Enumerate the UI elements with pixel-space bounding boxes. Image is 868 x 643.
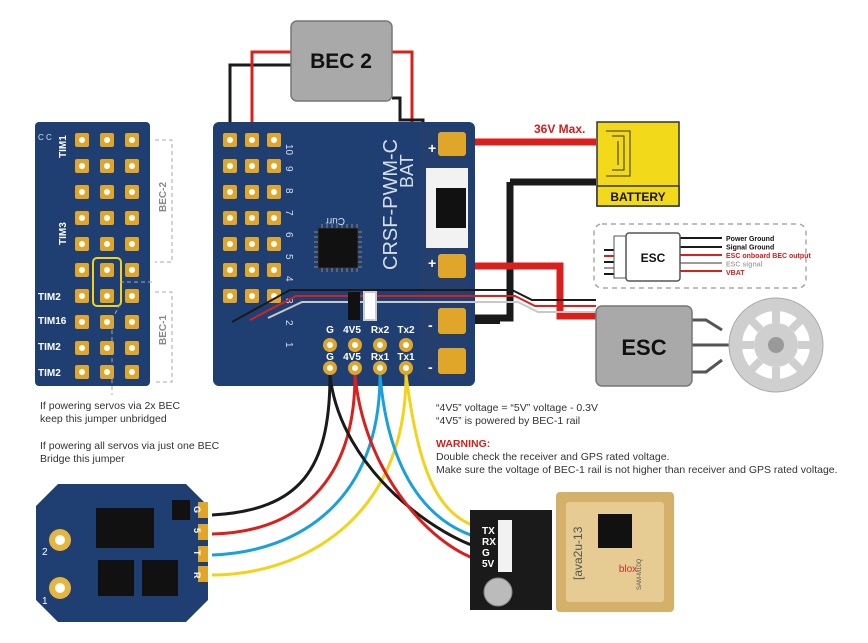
rx-pin-label: R <box>192 572 202 579</box>
battery-max-voltage: 36V Max. <box>534 122 585 136</box>
motor <box>728 297 824 393</box>
esc-legend-item: Power Ground <box>726 236 774 243</box>
back-tim-label: TIM2 <box>38 342 61 353</box>
rx-pin-label: G <box>192 506 202 513</box>
fc-pin-label-top: G <box>326 325 334 336</box>
fc-channel-number: 2 <box>283 320 294 326</box>
fc-channel-number: 4 <box>283 276 294 282</box>
warning-line2: Make sure the voltage of BEC-1 rail is n… <box>436 464 838 476</box>
back-tim-label: TIM3 <box>58 222 69 245</box>
warning-title: WARNING: <box>436 438 491 450</box>
fc-channel-number: 5 <box>283 254 294 260</box>
bec-brackets <box>111 139 173 395</box>
bridge-note-line2: Bridge this jumper <box>40 453 125 465</box>
bec2-label: BEC 2 <box>310 50 372 73</box>
back-top-letters: C C <box>38 133 52 142</box>
fc-channel-number: 1 <box>283 342 294 348</box>
fc-board: CRSF-PWM-C BAT Curr + + - - 10987654321 … <box>213 122 475 386</box>
jumper-note-line1: If powering servos via 2x BEC <box>40 400 181 412</box>
battery-label: BATTERY <box>610 190 665 204</box>
fc-pin-label-bottom: Rx1 <box>371 352 390 363</box>
fc-channel-number: 8 <box>283 188 294 194</box>
gps-pin-label: TX <box>482 526 495 537</box>
voltage-note-line2: “4V5” is powered by BEC-1 rail <box>436 415 581 427</box>
esc-signal-wires <box>231 289 596 323</box>
rx-antenna-2: 2 <box>42 547 48 558</box>
fc-pin-label-top: Tx2 <box>397 325 415 336</box>
bridge-note-line1: If powering all servos via just one BEC <box>40 440 220 452</box>
jumper-note-line2: keep this jumper unbridged <box>40 413 167 425</box>
esc-legend-item: Signal Ground <box>726 245 774 252</box>
voltage-note-line1: “4V5” voltage = “5V” voltage - 0.3V <box>436 402 598 414</box>
esc-legend-item: ESC signal <box>726 262 763 269</box>
fc-pin-label-top: 4V5 <box>343 325 361 336</box>
back-tim-label: TIM16 <box>38 316 67 327</box>
fc-channel-number: 10 <box>283 144 294 156</box>
fc-channel-number: 7 <box>283 210 294 216</box>
back-tim-label: TIM2 <box>38 292 61 303</box>
gps-chip-text: SAM-M10Q <box>637 558 643 590</box>
fc-curr-label: Curr <box>325 215 345 226</box>
esc-main: ESC <box>595 305 730 387</box>
warning-line1: Double check the receiver and GPS rated … <box>436 451 670 463</box>
gps-pin-label: G <box>482 548 490 559</box>
fc-minus-1: - <box>428 317 433 333</box>
back-tim-label: TIM2 <box>38 368 61 379</box>
esc-legend-label: ESC <box>641 251 666 265</box>
esc-main-label: ESC <box>621 335 666 360</box>
rx-pin-label: 5 <box>192 528 202 533</box>
fc-pin-label-bottom: Tx1 <box>397 352 415 363</box>
gps-patch-code: [ava2u-13 <box>571 526 585 580</box>
gps-logo: blox <box>619 564 637 575</box>
fc-minus-2: - <box>428 359 433 375</box>
fc-pin-label-bottom: G <box>326 352 334 363</box>
fc-channel-number: 9 <box>283 166 294 172</box>
bec2-bracket-label: BEC-2 <box>158 182 169 212</box>
esc-legend-item: VBAT <box>726 270 745 277</box>
fc-board-name: CRSF-PWM-C <box>380 139 402 270</box>
bec1-bracket-label: BEC-1 <box>158 315 169 345</box>
fc-pin-label-top: Rx2 <box>371 325 390 336</box>
bec2-module: BEC 2 <box>290 20 393 102</box>
warning-note: WARNING: Double check the receiver and G… <box>436 438 838 477</box>
fc-pin-label-bottom: 4V5 <box>343 352 361 363</box>
bridge-note: If powering all servos via just one BEC … <box>40 440 219 466</box>
jumper-note: If powering servos via 2x BEC keep this … <box>40 400 180 426</box>
esc-legend-item: ESC onboard BEC output <box>726 253 811 260</box>
fc-plus-1: + <box>428 140 436 156</box>
fc-channel-number: 6 <box>283 232 294 238</box>
gps-pin-label: RX <box>482 537 496 548</box>
rx-pin-label: T <box>192 550 202 556</box>
fc-bat-label: BAT <box>397 154 417 188</box>
receiver-board: G 5T R 2 1 <box>36 484 208 622</box>
rx-antenna-1: 1 <box>42 596 48 607</box>
gps-pin-label: 5V <box>482 559 495 570</box>
fc-plus-2: + <box>428 255 436 271</box>
battery: BATTERY <box>596 121 680 207</box>
voltage-note: “4V5” voltage = “5V” voltage - 0.3V “4V5… <box>436 402 598 428</box>
back-tim-label: TIM1 <box>58 135 69 158</box>
